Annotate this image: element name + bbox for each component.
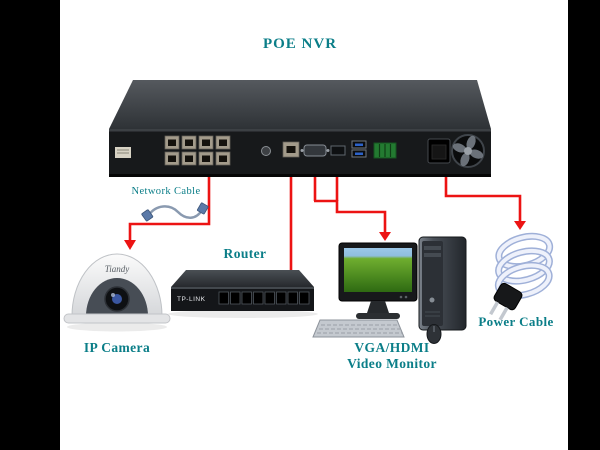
camera-brand: Tiandy	[105, 264, 130, 274]
letterbox-right	[568, 0, 600, 450]
arrow-to-camera	[124, 177, 211, 250]
nvr-device	[109, 80, 491, 177]
mouse	[426, 324, 442, 344]
letterbox-left	[0, 0, 60, 450]
nvr-audio-connector	[261, 146, 271, 156]
tower-front-panel	[422, 241, 443, 326]
diagram-title: POE NVR	[262, 36, 338, 52]
ip-camera: Tiandy	[63, 253, 171, 332]
nvr-fan	[451, 134, 485, 168]
tower-power-button	[429, 297, 435, 303]
router-device: TP-LINK	[168, 270, 318, 318]
monitor-base	[356, 313, 400, 319]
label-power-cable: Power Cable	[478, 314, 554, 329]
monitor-stand	[367, 301, 389, 313]
nvr-hdmi-port	[330, 145, 346, 156]
arrow-to-monitor	[313, 177, 391, 241]
nvr-power-inlet	[427, 138, 451, 164]
network-cable-icon	[141, 202, 209, 222]
power-plug	[489, 282, 523, 321]
label-network-cable: Network Cable	[131, 186, 201, 197]
camera-base-ring	[63, 313, 171, 324]
nvr-vga-port	[300, 144, 330, 157]
arrow-to-power-cable	[444, 177, 526, 230]
label-ip-camera: IP Camera	[83, 340, 151, 355]
arrow-to-router	[285, 177, 297, 281]
keyboard	[312, 319, 405, 338]
label-router: Router	[223, 246, 267, 261]
nvr-poe-ports	[164, 135, 231, 166]
nvr-front-label	[115, 147, 131, 158]
power-cable	[489, 232, 554, 321]
monitor	[338, 242, 418, 319]
router-brand: TP-LINK	[177, 296, 206, 303]
router-ports	[218, 291, 310, 305]
label-monitor-line2: Video Monitor	[347, 356, 437, 371]
nvr-lan-port	[282, 141, 300, 158]
monitor-screen	[344, 248, 412, 292]
pc-tower	[418, 236, 467, 331]
router-top-face	[171, 270, 314, 287]
nvr-terminal-block	[373, 142, 397, 159]
nvr-top-face	[109, 80, 491, 129]
nvr-usb-ports	[351, 140, 367, 158]
label-monitor-line1: VGA/HDMI	[354, 340, 430, 355]
